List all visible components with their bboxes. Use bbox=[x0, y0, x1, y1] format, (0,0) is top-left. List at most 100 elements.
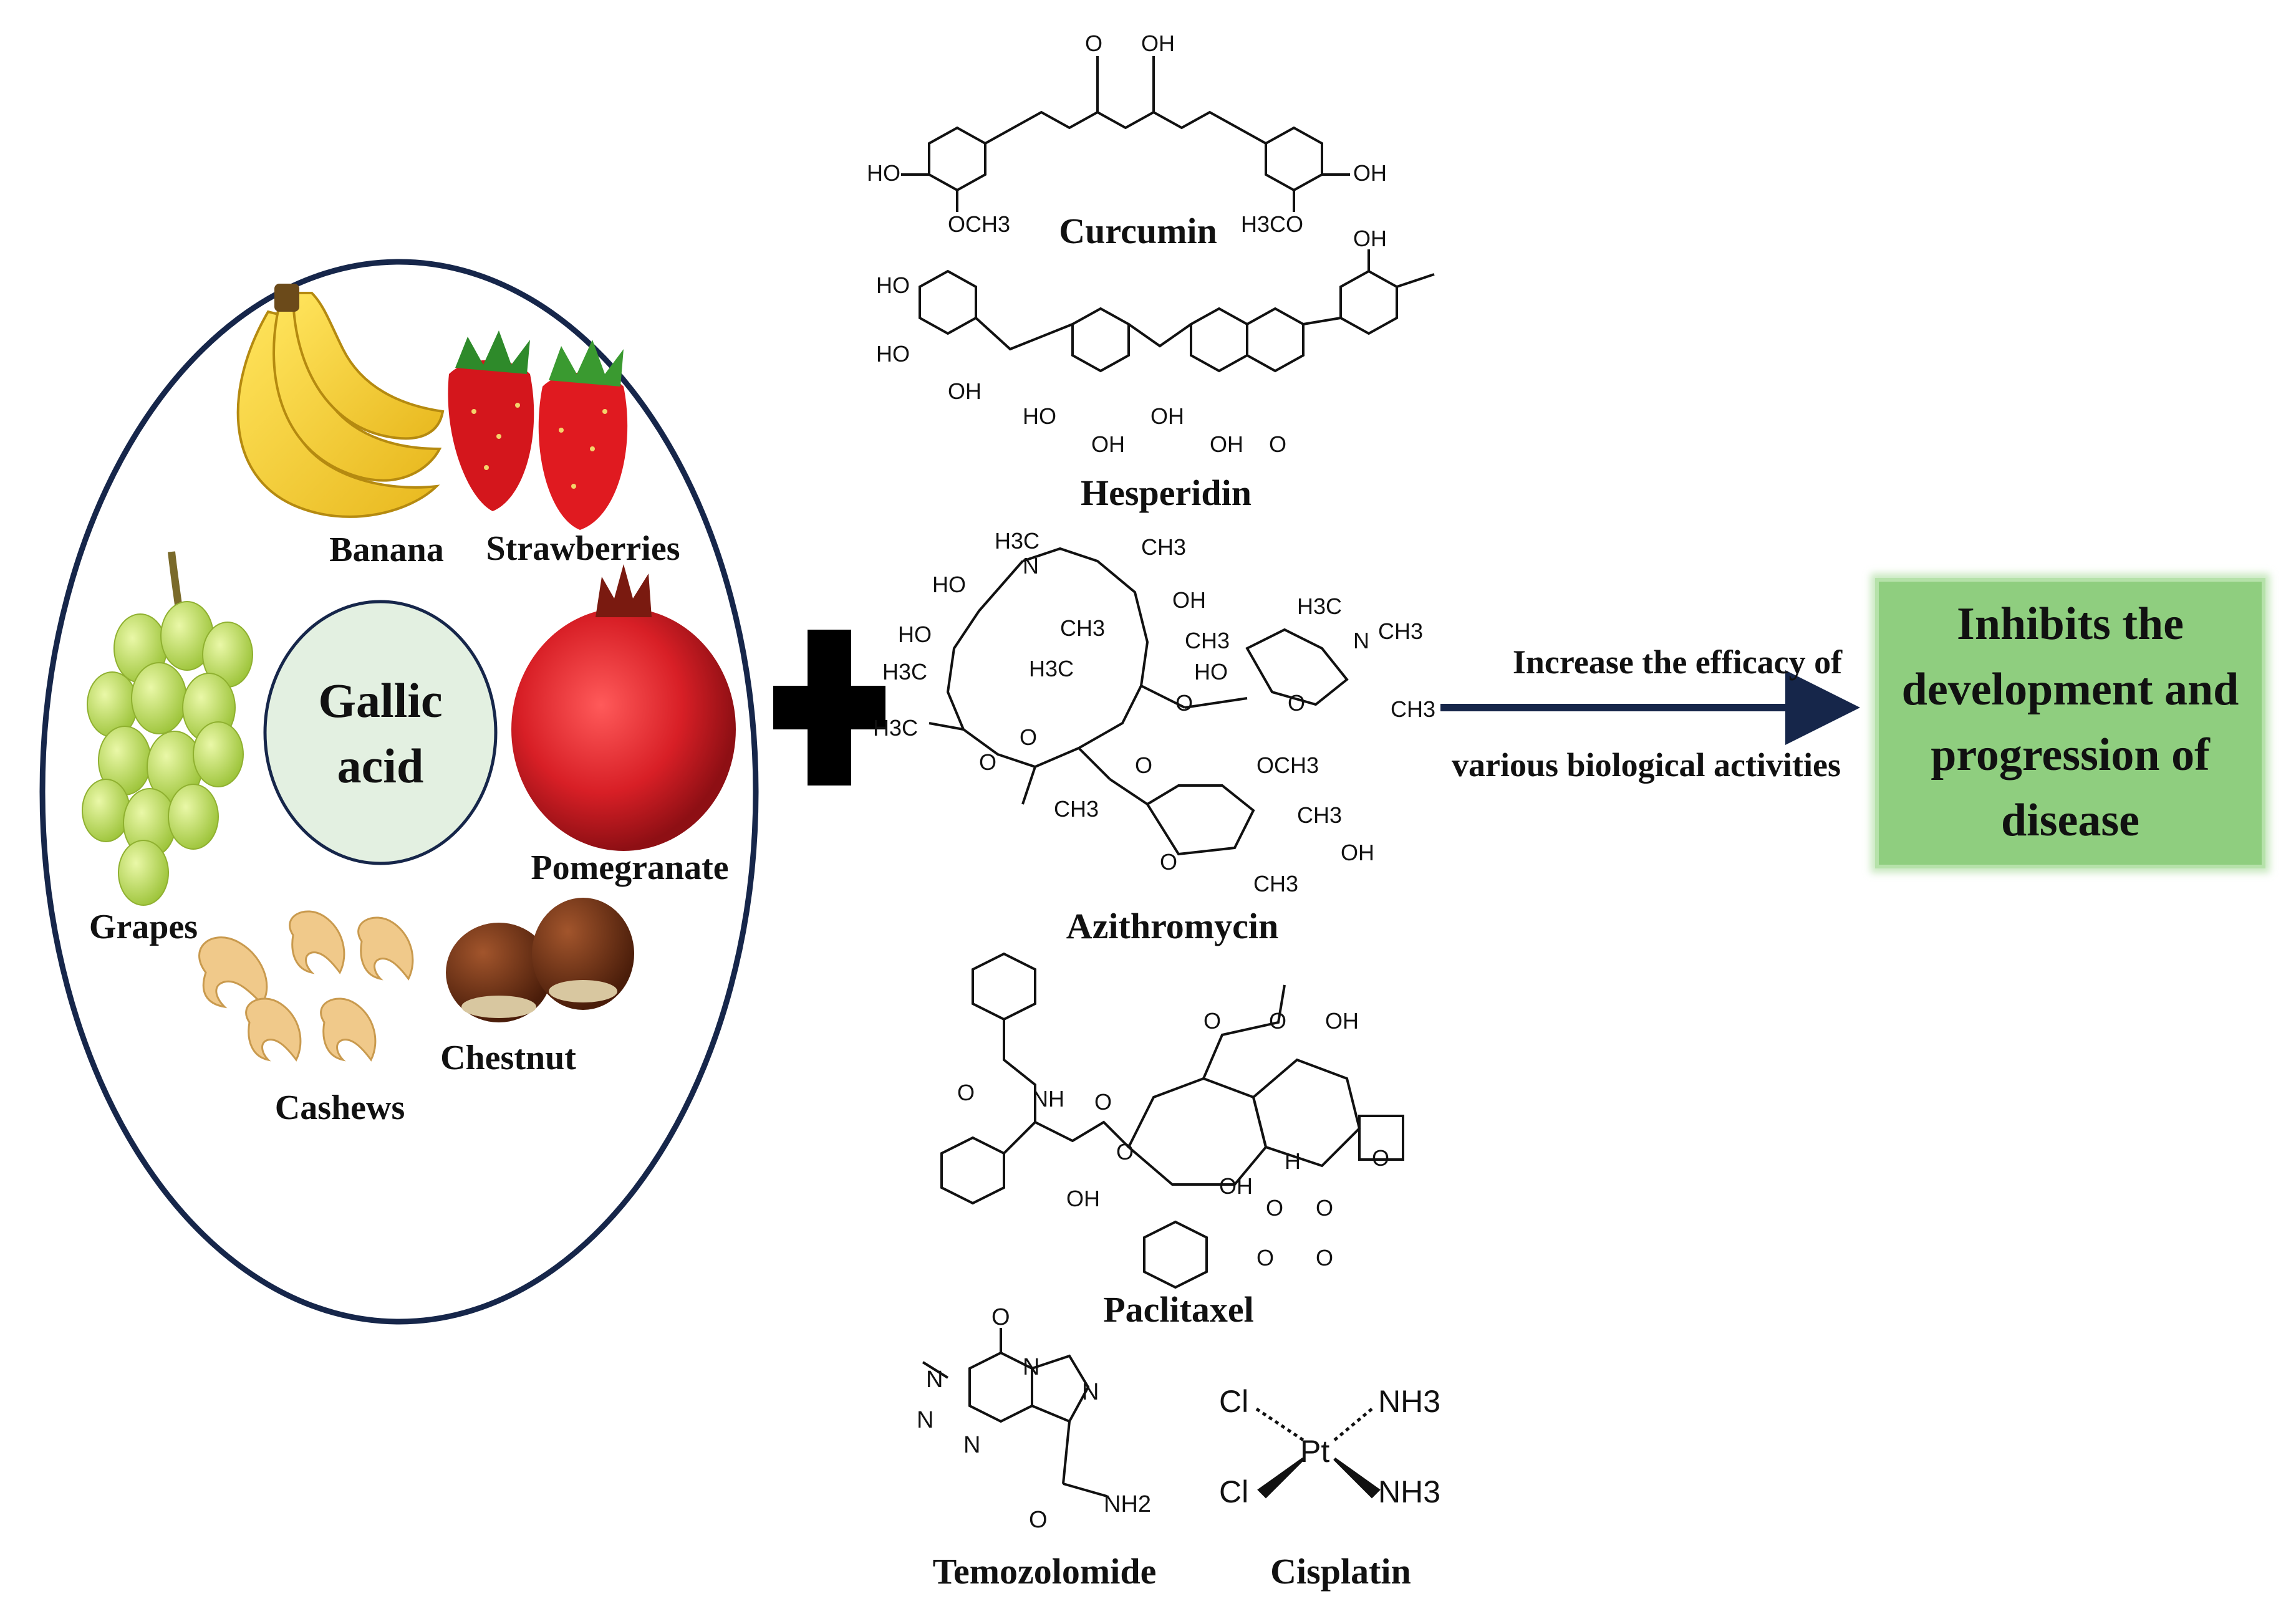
svg-text:CH3: CH3 bbox=[1378, 618, 1423, 644]
arrow-text-line2: various biological activities bbox=[1452, 746, 1841, 784]
svg-text:CH3: CH3 bbox=[1253, 871, 1298, 896]
paclitaxel-structure bbox=[940, 952, 1404, 1289]
svg-text:O: O bbox=[957, 1080, 975, 1105]
svg-text:O: O bbox=[1029, 1507, 1048, 1533]
fruit-label-pomegranate: Pomegranate bbox=[531, 848, 728, 887]
plus-icon bbox=[773, 630, 885, 786]
cisplatin-atoms: Cl NH3 Pt Cl NH3 bbox=[1219, 1384, 1440, 1509]
fruit-label-cashews: Cashews bbox=[275, 1088, 405, 1127]
fruit-label-grapes: Grapes bbox=[89, 908, 198, 946]
svg-text:OCH3: OCH3 bbox=[948, 211, 1010, 237]
result-box bbox=[1875, 578, 2265, 868]
svg-text:O: O bbox=[1269, 1008, 1286, 1034]
svg-text:O: O bbox=[979, 749, 996, 775]
arrow-text-line1: Increase the efficacy of bbox=[1513, 643, 1843, 681]
svg-text:O: O bbox=[1316, 1195, 1333, 1221]
gallic-acid-label-line2: acid bbox=[337, 739, 424, 793]
svg-text:Cl: Cl bbox=[1219, 1474, 1248, 1509]
curcumin-structure bbox=[901, 56, 1350, 212]
svg-text:N: N bbox=[1023, 1354, 1039, 1380]
svg-text:NH2: NH2 bbox=[1104, 1491, 1151, 1517]
svg-text:O: O bbox=[1203, 1008, 1221, 1034]
compound-label-curcumin: Curcumin bbox=[1059, 211, 1217, 251]
svg-text:H3C: H3C bbox=[1297, 593, 1342, 619]
svg-text:NH: NH bbox=[1032, 1086, 1064, 1112]
svg-text:N: N bbox=[1353, 628, 1369, 653]
svg-text:H3C: H3C bbox=[882, 659, 927, 685]
svg-text:O: O bbox=[1085, 31, 1102, 56]
svg-text:Pt: Pt bbox=[1300, 1434, 1329, 1469]
svg-text:O: O bbox=[1288, 690, 1305, 716]
svg-text:Cl: Cl bbox=[1219, 1384, 1248, 1419]
result-text-line4: disease bbox=[2001, 795, 2139, 846]
compound-label-paclitaxel: Paclitaxel bbox=[1103, 1289, 1254, 1330]
result-text-line2: development and bbox=[1902, 664, 2239, 715]
temozolomide-structure bbox=[922, 1328, 1107, 1497]
svg-text:O: O bbox=[991, 1304, 1010, 1330]
svg-text:H3C: H3C bbox=[873, 715, 918, 741]
chestnut-image bbox=[446, 898, 634, 1022]
svg-text:CH3: CH3 bbox=[1141, 534, 1186, 560]
svg-text:O: O bbox=[1094, 1089, 1112, 1115]
svg-text:OH: OH bbox=[1353, 226, 1387, 251]
svg-text:CH3: CH3 bbox=[1054, 796, 1099, 822]
svg-text:N: N bbox=[926, 1367, 943, 1393]
svg-text:HO: HO bbox=[876, 341, 910, 367]
svg-text:H3CO: H3CO bbox=[1241, 211, 1303, 237]
svg-text:O: O bbox=[1175, 690, 1193, 716]
fruit-label-chestnut: Chestnut bbox=[440, 1039, 576, 1077]
svg-text:O: O bbox=[1269, 431, 1286, 457]
svg-text:H: H bbox=[1285, 1148, 1301, 1174]
svg-text:N: N bbox=[917, 1407, 933, 1433]
svg-text:HO: HO bbox=[1194, 659, 1228, 685]
svg-text:N: N bbox=[963, 1432, 980, 1458]
svg-text:H3C: H3C bbox=[995, 528, 1039, 554]
pomegranate-image bbox=[511, 564, 736, 851]
svg-text:N: N bbox=[1082, 1379, 1099, 1405]
svg-text:OH: OH bbox=[948, 378, 982, 404]
svg-text:O: O bbox=[1135, 752, 1152, 778]
cashews-image bbox=[198, 910, 414, 1062]
svg-text:OH: OH bbox=[1091, 431, 1125, 457]
svg-text:NH3: NH3 bbox=[1378, 1384, 1440, 1419]
result-text-line1: Inhibits the bbox=[1957, 598, 2184, 650]
svg-text:OH: OH bbox=[1219, 1173, 1253, 1199]
svg-text:HO: HO bbox=[932, 572, 966, 597]
svg-text:CH3: CH3 bbox=[1060, 615, 1105, 641]
compound-label-hesperidin: Hesperidin bbox=[1081, 473, 1252, 513]
banana-image bbox=[236, 284, 445, 518]
grapes-image bbox=[82, 551, 253, 906]
compound-label-azithromycin: Azithromycin bbox=[1066, 906, 1278, 946]
svg-text:CH3: CH3 bbox=[1297, 802, 1342, 828]
gallic-acid-circle bbox=[263, 600, 498, 865]
hesperidin-atoms: HO HO OH HO OH OH OH O OH bbox=[876, 226, 1387, 457]
svg-text:O: O bbox=[1160, 849, 1177, 875]
svg-text:OH: OH bbox=[1141, 31, 1175, 56]
svg-text:O: O bbox=[1116, 1139, 1134, 1165]
temozolomide-atoms: O N N N N N O NH2 bbox=[917, 1304, 1151, 1533]
gallic-acid-label-line1: Gallic bbox=[318, 673, 442, 728]
compound-label-cisplatin: Cisplatin bbox=[1270, 1551, 1411, 1592]
svg-text:OH: OH bbox=[1353, 160, 1387, 186]
svg-text:OH: OH bbox=[1150, 403, 1184, 429]
fruit-label-strawberries: Strawberries bbox=[486, 529, 680, 568]
svg-text:CH3: CH3 bbox=[1391, 696, 1435, 722]
svg-text:HO: HO bbox=[867, 160, 900, 186]
svg-text:OCH3: OCH3 bbox=[1256, 752, 1319, 778]
svg-text:O: O bbox=[1020, 724, 1037, 750]
svg-text:O: O bbox=[1372, 1145, 1389, 1171]
svg-text:HO: HO bbox=[898, 622, 932, 647]
compound-label-temozolomide: Temozolomide bbox=[933, 1551, 1157, 1592]
azithromycin-atoms: H3C N CH3 HO OH CH3 HO CH3 H3C N CH3 H3C… bbox=[873, 528, 1435, 896]
svg-text:HO: HO bbox=[1023, 403, 1056, 429]
svg-text:N: N bbox=[1023, 553, 1039, 579]
paclitaxel-atoms: NH O O OH O O O OH OH H O O O O O bbox=[957, 1008, 1389, 1271]
azithromycin-structure bbox=[928, 547, 1349, 856]
svg-text:O: O bbox=[1266, 1195, 1283, 1221]
svg-text:HO: HO bbox=[876, 272, 910, 298]
svg-text:CH3: CH3 bbox=[1185, 628, 1230, 653]
svg-text:O: O bbox=[1256, 1245, 1274, 1271]
fruit-label-banana: Banana bbox=[329, 531, 444, 569]
strawberries-image bbox=[448, 330, 628, 530]
